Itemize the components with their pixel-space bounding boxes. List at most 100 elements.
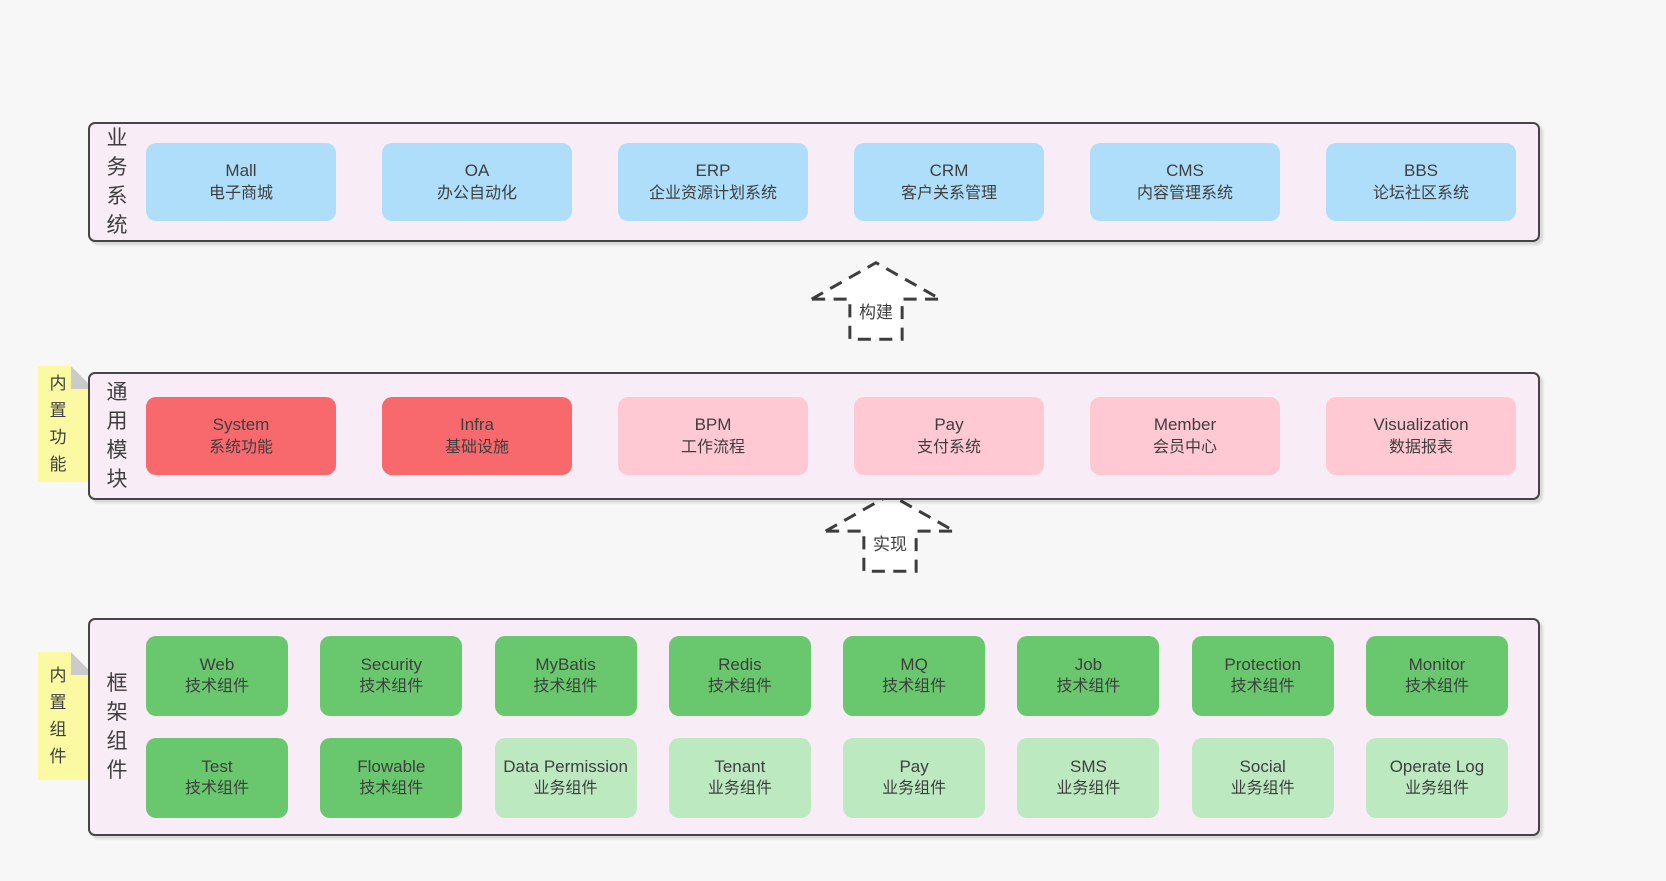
box-title: MyBatis <box>535 655 596 674</box>
band-business-label: 业务系统 <box>105 124 129 240</box>
dashed-up-arrow-icon <box>820 493 960 573</box>
module-box-cms: CMS 内容管理系统 <box>1090 143 1280 221</box>
module-box-mall: Mall 电子商城 <box>146 143 336 221</box>
build-arrow-label: 构建 <box>859 303 893 322</box>
component-box-mq: MQ 技术组件 <box>843 636 986 716</box>
box-title: Pay <box>899 757 929 776</box>
box-subtitle: 技术组件 <box>882 678 947 695</box>
box-subtitle: 企业资源计划系统 <box>648 185 777 202</box>
component-box-monitor: Monitor 技术组件 <box>1365 636 1508 716</box>
dashed-up-arrow-icon <box>806 261 946 341</box>
box-subtitle: 业务组件 <box>533 780 598 797</box>
box-title: Test <box>201 757 233 776</box>
box-title: Social <box>1239 757 1286 776</box>
band-framework-label: 框架组件 <box>105 620 129 834</box>
band-business-row: Mall 电子商城 OA 办公自动化 ERP 企业资源计划系统 CRM 客户关系… <box>146 143 1516 221</box>
band-framework-row1: Web 技术组件 Security 技术组件 MyBatis 技术组件 Redi… <box>146 636 1508 716</box>
box-subtitle: 业务组件 <box>882 780 947 797</box>
box-title: Flowable <box>357 757 426 776</box>
sticky-note-text: 内置组件 <box>49 666 67 766</box>
box-subtitle: 业务组件 <box>1056 780 1121 797</box>
box-subtitle: 技术组件 <box>1056 678 1121 695</box>
box-title: Data Permission <box>503 757 628 776</box>
implement-arrow-label: 实现 <box>873 535 907 554</box>
band-common-label-text: 通用模块 <box>106 381 128 491</box>
component-box-data-permission: Data Permission 业务组件 <box>494 738 637 818</box>
box-subtitle: 办公自动化 <box>436 185 517 202</box>
box-title: SMS <box>1069 757 1107 776</box>
module-box-bbs: BBS 论坛社区系统 <box>1326 143 1516 221</box>
band-common-modules: 通用模块 System 系统功能 Infra 基础设施 BPM 工作流程 Pay <box>88 372 1540 500</box>
box-title: OA <box>464 161 490 180</box>
box-subtitle: 工作流程 <box>680 439 745 456</box>
box-subtitle: 技术组件 <box>184 780 249 797</box>
box-subtitle: 客户关系管理 <box>900 185 997 202</box>
box-title: CMS <box>1166 161 1204 180</box>
box-title: Security <box>360 655 422 674</box>
band-framework-label-text: 框架组件 <box>106 672 128 782</box>
box-title: Visualization <box>1373 415 1469 434</box>
band-business-label-text: 业务系统 <box>106 127 128 237</box>
module-box-member: Member 会员中心 <box>1090 397 1280 475</box>
box-title: System <box>212 415 270 434</box>
component-box-security: Security 技术组件 <box>320 636 463 716</box>
box-title: Protection <box>1224 655 1301 674</box>
box-title: Redis <box>718 655 762 674</box>
box-subtitle: 内容管理系统 <box>1136 185 1233 202</box>
component-box-pay: Pay 业务组件 <box>843 738 986 818</box>
box-subtitle: 数据报表 <box>1388 439 1453 456</box>
band-framework-components: 框架组件 Web 技术组件 Security 技术组件 MyBatis 技术组件… <box>88 618 1540 836</box>
band-framework-row2: Test 技术组件 Flowable 技术组件 Data Permission … <box>146 738 1508 818</box>
box-title: Mall <box>225 161 257 180</box>
box-title: BBS <box>1403 161 1439 180</box>
box-subtitle: 技术组件 <box>1404 678 1469 695</box>
box-subtitle: 技术组件 <box>1230 678 1295 695</box>
component-box-social: Social 业务组件 <box>1191 738 1334 818</box>
box-title: Web <box>199 655 235 674</box>
module-box-visualization: Visualization 数据报表 <box>1326 397 1516 475</box>
module-box-system: System 系统功能 <box>146 397 336 475</box>
box-title: Pay <box>934 415 964 434</box>
band-framework-content: Web 技术组件 Security 技术组件 MyBatis 技术组件 Redi… <box>146 620 1508 834</box>
module-box-crm: CRM 客户关系管理 <box>854 143 1044 221</box>
band-common-content: System 系统功能 Infra 基础设施 BPM 工作流程 Pay 支付系统… <box>146 374 1516 498</box>
box-subtitle: 业务组件 <box>707 780 772 797</box>
band-common-row: System 系统功能 Infra 基础设施 BPM 工作流程 Pay 支付系统… <box>146 397 1516 475</box>
box-subtitle: 业务组件 <box>1230 780 1295 797</box>
component-box-test: Test 技术组件 <box>146 738 288 818</box>
module-box-infra: Infra 基础设施 <box>382 397 572 475</box>
box-subtitle: 技术组件 <box>359 780 424 797</box>
box-subtitle: 电子商城 <box>208 185 273 202</box>
build-arrow: 构建 <box>806 255 946 347</box>
box-subtitle: 论坛社区系统 <box>1372 185 1469 202</box>
band-business-systems: 业务系统 Mall 电子商城 OA 办公自动化 ERP 企业资源计划系统 CRM <box>88 122 1540 242</box>
component-box-redis: Redis 技术组件 <box>668 636 811 716</box>
sticky-note-builtin-components: 内置组件 <box>38 652 94 780</box>
box-title: Operate Log <box>1389 757 1485 776</box>
box-title: Job <box>1074 655 1103 674</box>
component-box-job: Job 技术组件 <box>1017 636 1160 716</box>
module-box-erp: ERP 企业资源计划系统 <box>618 143 808 221</box>
component-box-protection: Protection 技术组件 <box>1191 636 1334 716</box>
module-box-bpm: BPM 工作流程 <box>618 397 808 475</box>
box-subtitle: 技术组件 <box>184 678 249 695</box>
module-box-oa: OA 办公自动化 <box>382 143 572 221</box>
component-box-operate-log: Operate Log 业务组件 <box>1365 738 1508 818</box>
band-business-content: Mall 电子商城 OA 办公自动化 ERP 企业资源计划系统 CRM 客户关系… <box>146 124 1516 240</box>
box-title: BPM <box>694 415 732 434</box>
box-title: Monitor <box>1408 655 1466 674</box>
box-subtitle: 会员中心 <box>1152 439 1217 456</box>
box-subtitle: 技术组件 <box>533 678 598 695</box>
component-box-web: Web 技术组件 <box>146 636 288 716</box>
box-subtitle: 系统功能 <box>208 439 273 456</box>
box-title: CRM <box>929 161 969 180</box>
box-subtitle: 技术组件 <box>707 678 772 695</box>
implement-arrow: 实现 <box>820 487 960 579</box>
box-title: Tenant <box>714 757 766 776</box>
box-subtitle: 基础设施 <box>444 439 509 456</box>
box-subtitle: 业务组件 <box>1404 780 1469 797</box>
box-title: ERP <box>695 161 731 180</box>
module-box-pay: Pay 支付系统 <box>854 397 1044 475</box>
component-box-sms: SMS 业务组件 <box>1017 738 1160 818</box>
